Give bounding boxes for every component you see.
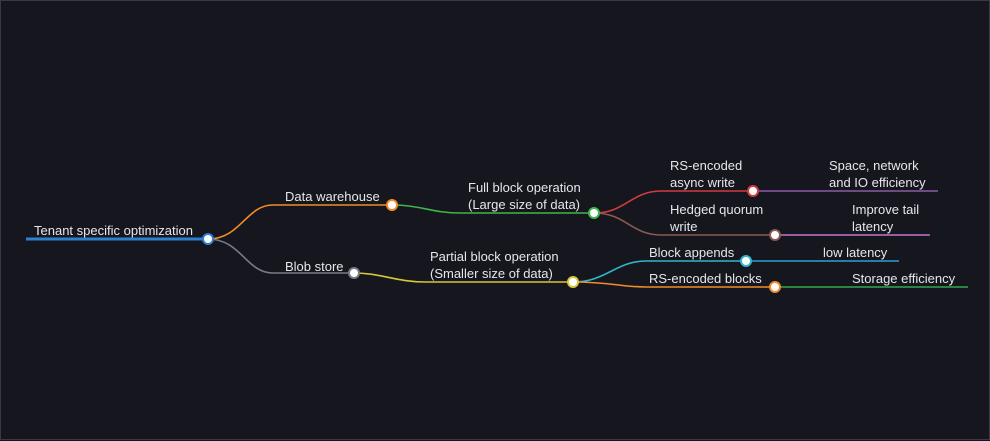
node-full[interactable]: [588, 207, 600, 219]
label-hedged[interactable]: Hedged quorum write: [670, 202, 764, 234]
node-appends[interactable]: [740, 255, 752, 267]
label-low-latency[interactable]: low latency: [823, 245, 888, 260]
node-bs[interactable]: [348, 267, 360, 279]
label-tail-latency[interactable]: Improve tail latency: [852, 202, 920, 234]
edge-bs: [207, 238, 354, 274]
edge-appends: [572, 260, 746, 283]
label-storage-efficiency[interactable]: Storage efficiency: [852, 271, 956, 286]
edge-rs-async: [593, 190, 753, 214]
node-hedged[interactable]: [769, 229, 781, 241]
edge-full: [391, 204, 594, 214]
label-full-block[interactable]: Full block operation (Large size of data…: [468, 180, 581, 212]
node-dw[interactable]: [386, 199, 398, 211]
edge-rs-blocks: [572, 281, 775, 288]
label-partial-block[interactable]: Partial block operation (Smaller size of…: [430, 249, 559, 281]
edge-dw: [207, 204, 392, 240]
edge-partial: [353, 272, 573, 283]
label-blob-store[interactable]: Blob store: [285, 259, 344, 274]
node-root[interactable]: [202, 233, 214, 245]
label-data-warehouse[interactable]: Data warehouse: [285, 189, 380, 204]
node-partial[interactable]: [567, 276, 579, 288]
label-appends[interactable]: Block appends: [649, 245, 735, 260]
node-rs-blocks[interactable]: [769, 281, 781, 293]
root-label[interactable]: Tenant specific optimization: [34, 223, 193, 238]
label-rs-blocks[interactable]: RS-encoded blocks: [649, 271, 762, 286]
label-space-efficiency[interactable]: Space, network and IO efficiency: [829, 158, 926, 190]
edge-hedged: [593, 212, 775, 236]
node-rs-async[interactable]: [747, 185, 759, 197]
label-rs-async[interactable]: RS-encoded async write: [670, 158, 743, 190]
